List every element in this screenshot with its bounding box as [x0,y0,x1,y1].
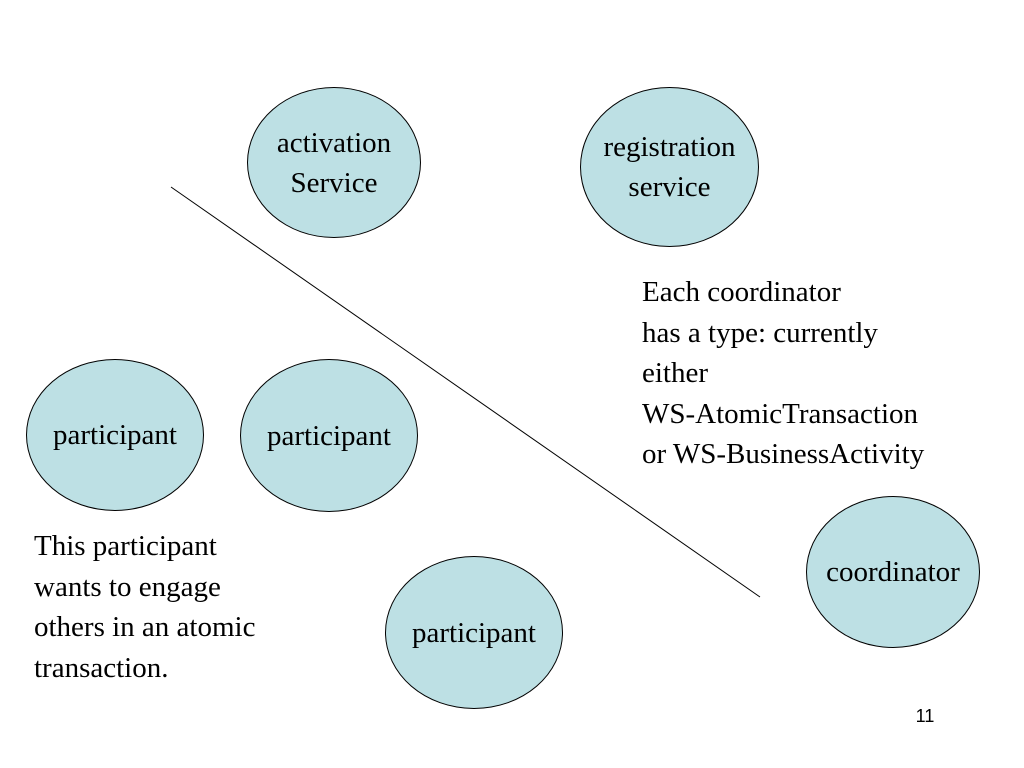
coordinator-types-note-line-1: Each coordinator [642,276,841,308]
participant-intent-note-line-2: wants to engage [34,570,221,603]
activation-service-node: activation Service [247,87,421,238]
coordinator-node: coordinator [806,496,980,648]
page-number: 11 [915,706,935,726]
participant-intent-note-line-1: This participant [34,530,217,562]
coordinator-types-note-line-4: WS-AtomicTransaction [642,397,919,430]
activation-service-label-line-2: Service [290,166,378,199]
coordinator-types-note: Each coordinator has a type: currently e… [642,272,924,475]
registration-service-node: registration service [580,87,759,247]
coordinator-types-note-line-3: either [642,357,709,389]
registration-service-label-line-1: registration [603,131,736,163]
participant-intent-note-line-4: transaction. [34,651,169,684]
activation-service-label-line-1: activation [276,126,392,159]
coordinator-types-note-line-2: has a type: currently [642,316,878,349]
participant-middle-label: participant [266,419,391,452]
participant-left-label: participant [52,419,177,451]
registration-service-label-line-2: service [628,171,711,203]
participant-bottom-label: participant [411,616,536,649]
coordinator-types-note-line-5: or WS-BusinessActivity [642,438,925,470]
participant-intent-note: This participant wants to engage others … [34,526,255,688]
participant-node-left: participant [26,359,204,511]
participant-node-bottom: participant [385,556,563,709]
coordinator-label: coordinator [826,556,960,588]
participant-intent-note-line-3: others in an atomic [34,611,256,643]
participant-node-middle: participant [240,359,418,512]
